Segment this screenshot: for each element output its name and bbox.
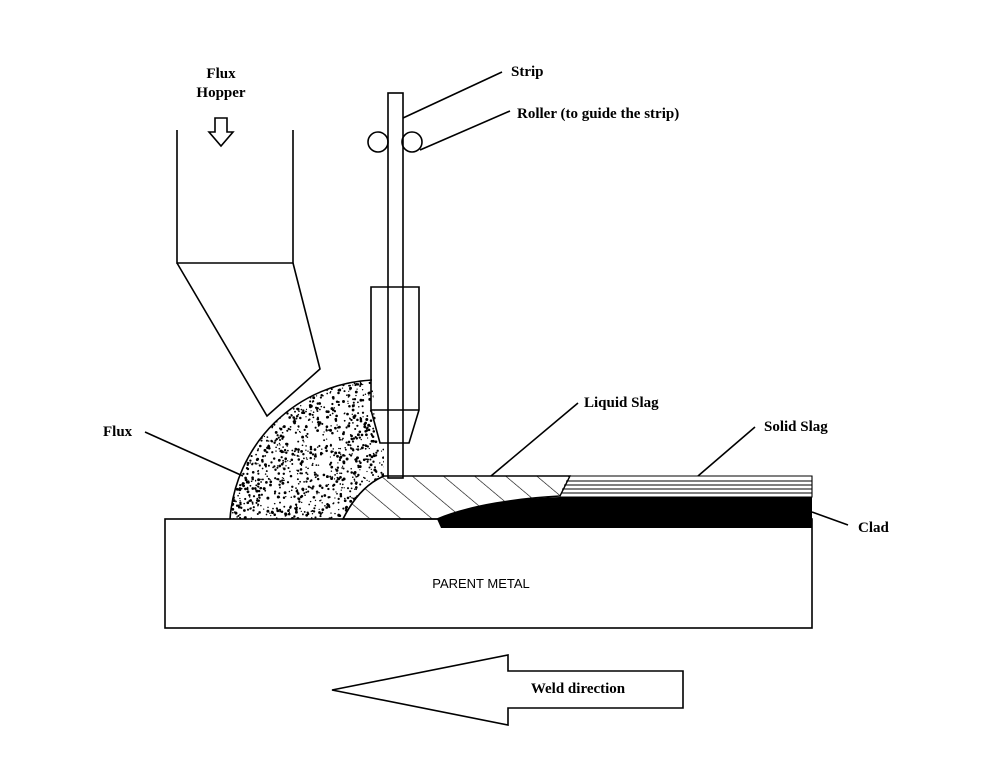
- roller-right: [401, 131, 423, 153]
- weld-direction-label: Weld direction: [531, 681, 626, 697]
- flux-mound: [229, 379, 385, 520]
- liquid-slag-leader: [490, 402, 579, 477]
- flux-hopper-label-line1: Flux: [206, 66, 236, 82]
- solid-slag-layers: [560, 475, 813, 498]
- parent-metal-block: [164, 518, 813, 629]
- strip-electrode: [387, 92, 404, 479]
- solid-slag-label: Solid Slag: [764, 419, 828, 435]
- flux-leader: [144, 431, 244, 477]
- parent-metal-label: PARENT METAL: [432, 576, 530, 591]
- clad-leader: [811, 511, 849, 526]
- flux-hopper-label-line2: Hopper: [196, 85, 246, 101]
- strip-label: Strip: [511, 64, 544, 80]
- contact-nozzle: [370, 286, 420, 444]
- down-arrow-icon: [207, 117, 235, 148]
- clad-layer: [437, 497, 812, 528]
- flux-hopper: [176, 130, 321, 418]
- roller-leader: [419, 110, 511, 151]
- solid-slag-leader: [697, 426, 756, 477]
- strip-leader: [402, 71, 503, 119]
- left-arrow-icon: [331, 654, 684, 726]
- roller-left: [367, 131, 389, 153]
- flux-label: Flux: [103, 424, 133, 440]
- clad-label: Clad: [858, 520, 890, 536]
- roller-label: Roller (to guide the strip): [517, 106, 679, 122]
- liquid-slag-label: Liquid Slag: [584, 395, 659, 411]
